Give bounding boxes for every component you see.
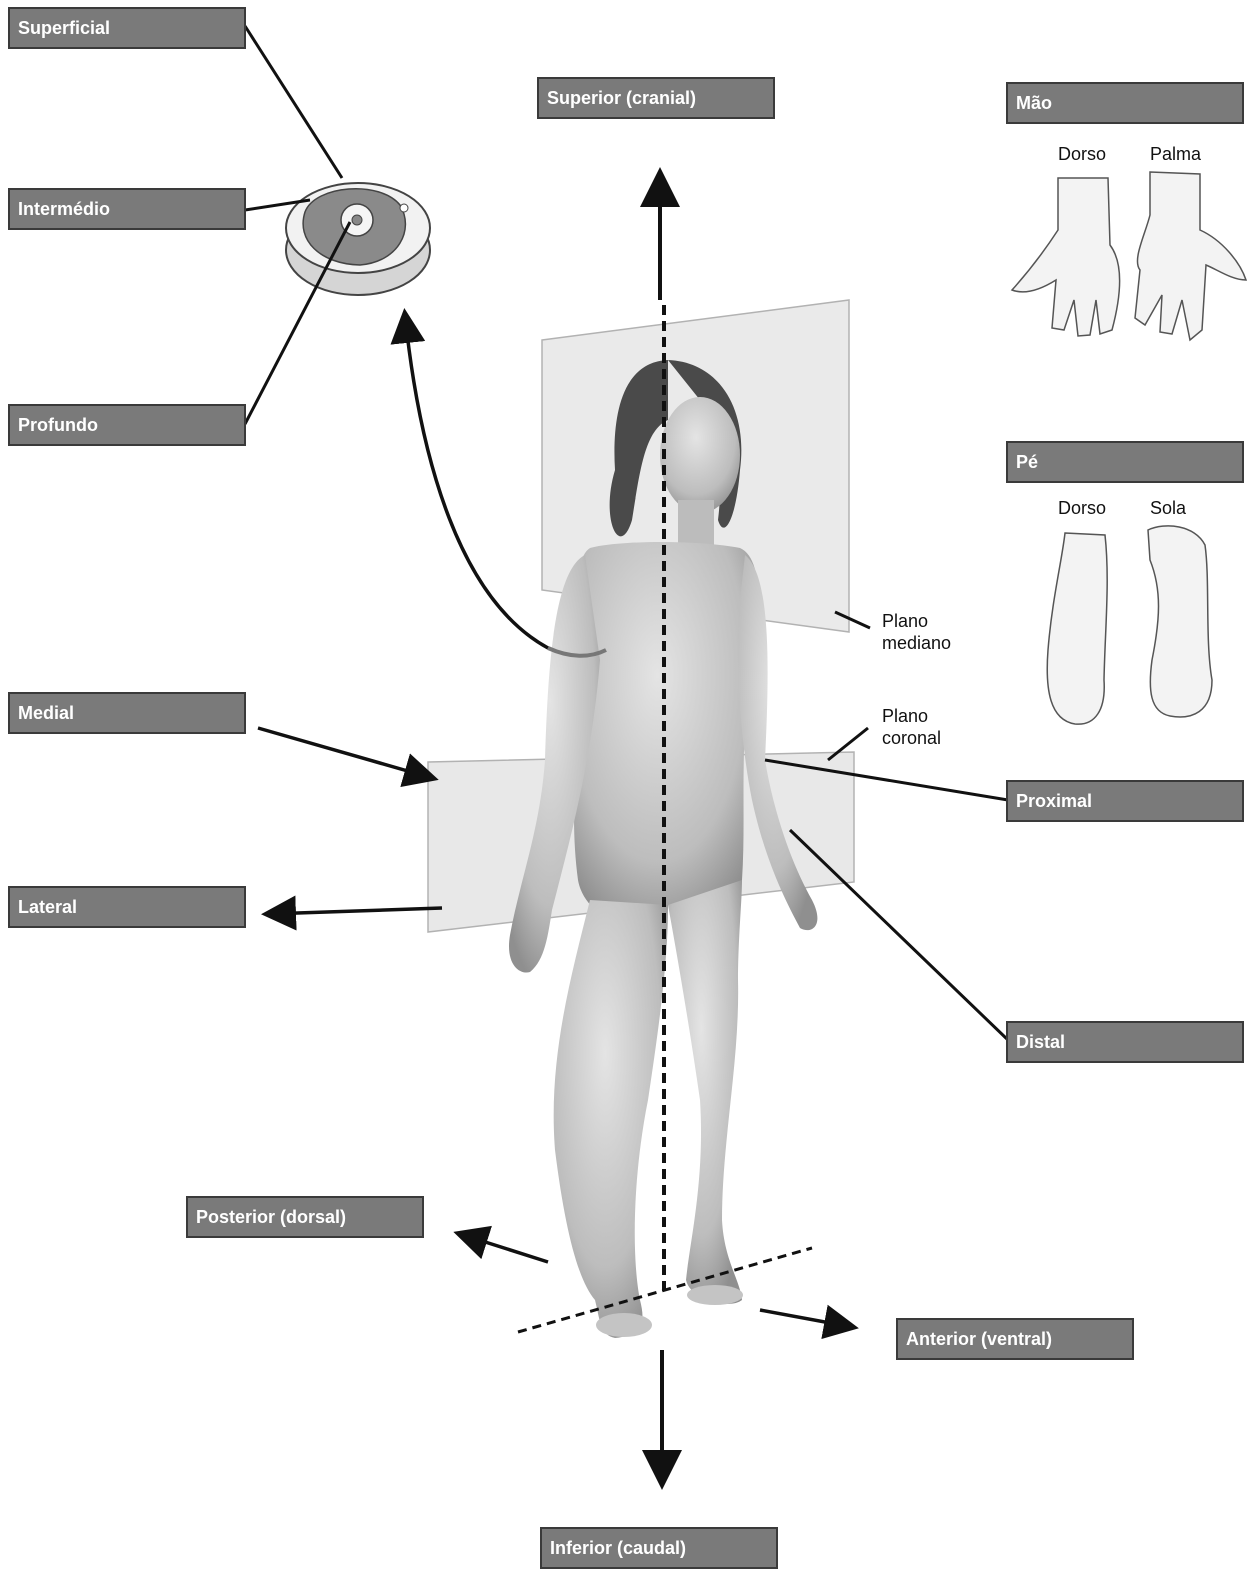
label-lateral: Lateral (8, 886, 246, 928)
label-mao: Mão (1006, 82, 1244, 124)
label-pe: Pé (1006, 441, 1244, 483)
label-medial: Medial (8, 692, 246, 734)
label-intermedio: Intermédio (8, 188, 246, 230)
plano-coronal-caption: Plano coronal (882, 705, 941, 749)
foot-sola-caption: Sola (1150, 498, 1186, 519)
label-profundo: Profundo (8, 404, 246, 446)
hand-palma-caption: Palma (1150, 144, 1201, 165)
label-proximal: Proximal (1006, 780, 1244, 822)
plano-mediano-line1: Plano (882, 610, 951, 632)
label-superior: Superior (cranial) (537, 77, 775, 119)
plano-coronal-line1: Plano (882, 705, 941, 727)
hand-illustrations (1012, 172, 1246, 340)
hand-dorso-caption: Dorso (1058, 144, 1106, 165)
label-inferior: Inferior (caudal) (540, 1527, 778, 1569)
foot-dorso-caption: Dorso (1058, 498, 1106, 519)
plano-mediano-caption: Plano mediano (882, 610, 951, 654)
plano-coronal-line2: coronal (882, 727, 941, 749)
label-anterior: Anterior (ventral) (896, 1318, 1134, 1360)
plano-mediano-line2: mediano (882, 632, 951, 654)
foot-illustrations (1047, 526, 1212, 724)
label-superficial: Superficial (8, 7, 246, 49)
label-posterior: Posterior (dorsal) (186, 1196, 424, 1238)
label-distal: Distal (1006, 1021, 1244, 1063)
